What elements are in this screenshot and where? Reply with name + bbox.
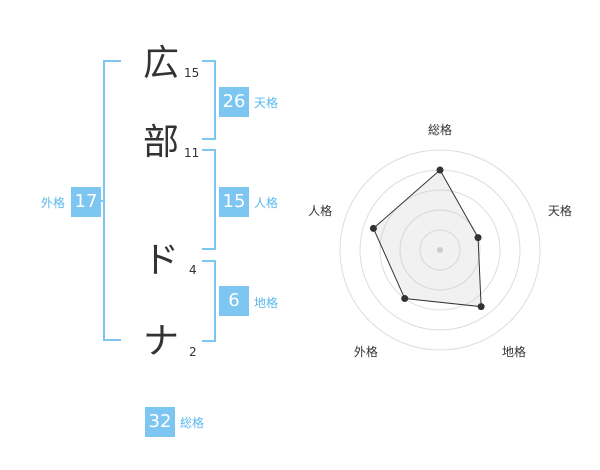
radar-axis-label: 天格 — [548, 203, 572, 218]
radar-ring — [419, 229, 461, 271]
stroke-count-2: 11 — [184, 146, 200, 160]
jinkaku-bracket — [202, 149, 216, 250]
chikaku-label: 地格 — [254, 296, 279, 310]
jinkaku-value-badge: 15 — [219, 187, 249, 217]
tenkaku-value-badge: 26 — [219, 87, 249, 117]
tenkaku-bracket — [202, 60, 216, 140]
soukaku-label: 総格 — [180, 416, 205, 430]
stroke-count-1: 15 — [184, 66, 200, 80]
radar-point-4 — [401, 295, 409, 303]
name-char-4: ナ — [143, 321, 180, 362]
radar-ring — [379, 189, 501, 311]
radar-ring — [399, 209, 481, 291]
stroke-count-3: 4 — [189, 263, 197, 277]
tenkaku-label: 天格 — [254, 96, 279, 110]
radar-axis-label: 人格 — [308, 203, 332, 218]
radar-axis-label: 総格 — [428, 122, 452, 137]
gaikaku-label: 外格 — [41, 196, 66, 210]
soukaku-value-badge: 32 — [145, 407, 175, 437]
radar-point-2 — [474, 234, 482, 242]
name-char-1: 広 — [143, 43, 180, 84]
name-char-2: 部 — [143, 122, 180, 163]
radar-center — [437, 247, 443, 253]
chikaku-value-badge: 6 — [219, 286, 249, 316]
radar-point-5 — [369, 224, 377, 232]
chikaku-bracket — [202, 260, 216, 342]
radar-area — [372, 169, 482, 308]
gaikaku-connector — [97, 200, 105, 202]
radar-axis-label: 外格 — [354, 344, 378, 359]
gaikaku-value-badge: 17 — [71, 187, 101, 217]
radar-axis-label: 地格 — [502, 344, 526, 359]
jinkaku-label: 人格 — [254, 196, 279, 210]
radar-point-1 — [436, 166, 444, 174]
name-char-3: ド — [143, 240, 180, 281]
stroke-count-4: 2 — [189, 345, 197, 359]
radar-point-3 — [477, 303, 485, 311]
